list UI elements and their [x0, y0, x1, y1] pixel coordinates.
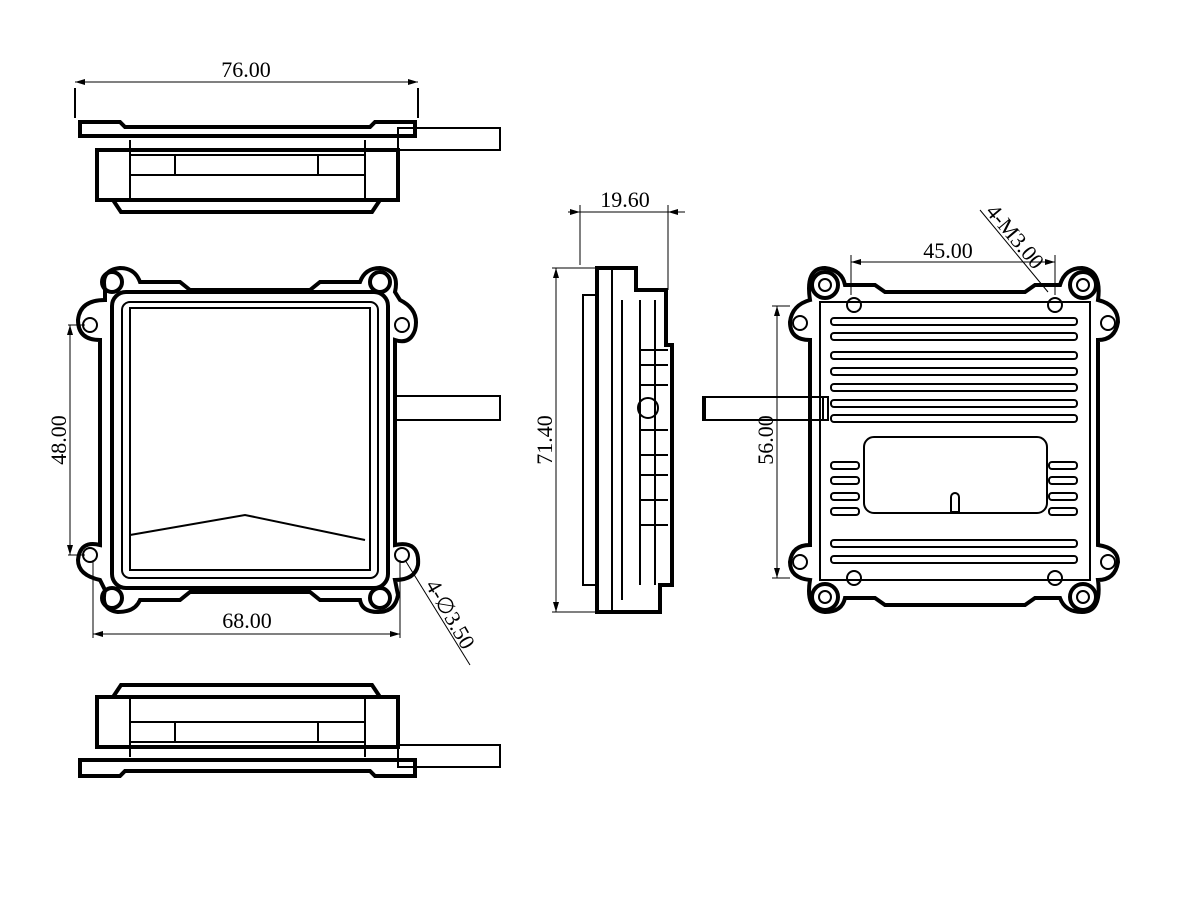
- dim-19-6: 19.60: [600, 187, 650, 212]
- dim-48: 48.00: [46, 415, 71, 465]
- label-area: [863, 436, 1048, 514]
- back-view: 45.00 4-M3.00 56.00: [702, 199, 1121, 615]
- front-view: 48.00 68.00 4-∅3.50: [46, 265, 501, 666]
- dim-45: 45.00: [923, 238, 973, 263]
- dim-hole-dia: 4-∅3.50: [421, 575, 481, 653]
- mount-holes: [82, 270, 410, 610]
- cooling-fins: [830, 317, 1078, 564]
- dim-thread: 4-M3.00: [981, 199, 1049, 274]
- bottom-view: [78, 683, 501, 778]
- dim-71-4: 71.40: [532, 415, 557, 465]
- side-view: 19.60 71.40: [532, 187, 824, 614]
- top-view: 76.00: [74, 57, 501, 214]
- dim-76: 76.00: [221, 57, 271, 82]
- dim-56: 56.00: [753, 415, 778, 465]
- back-holes: [792, 270, 1116, 612]
- dim-68: 68.00: [222, 608, 272, 633]
